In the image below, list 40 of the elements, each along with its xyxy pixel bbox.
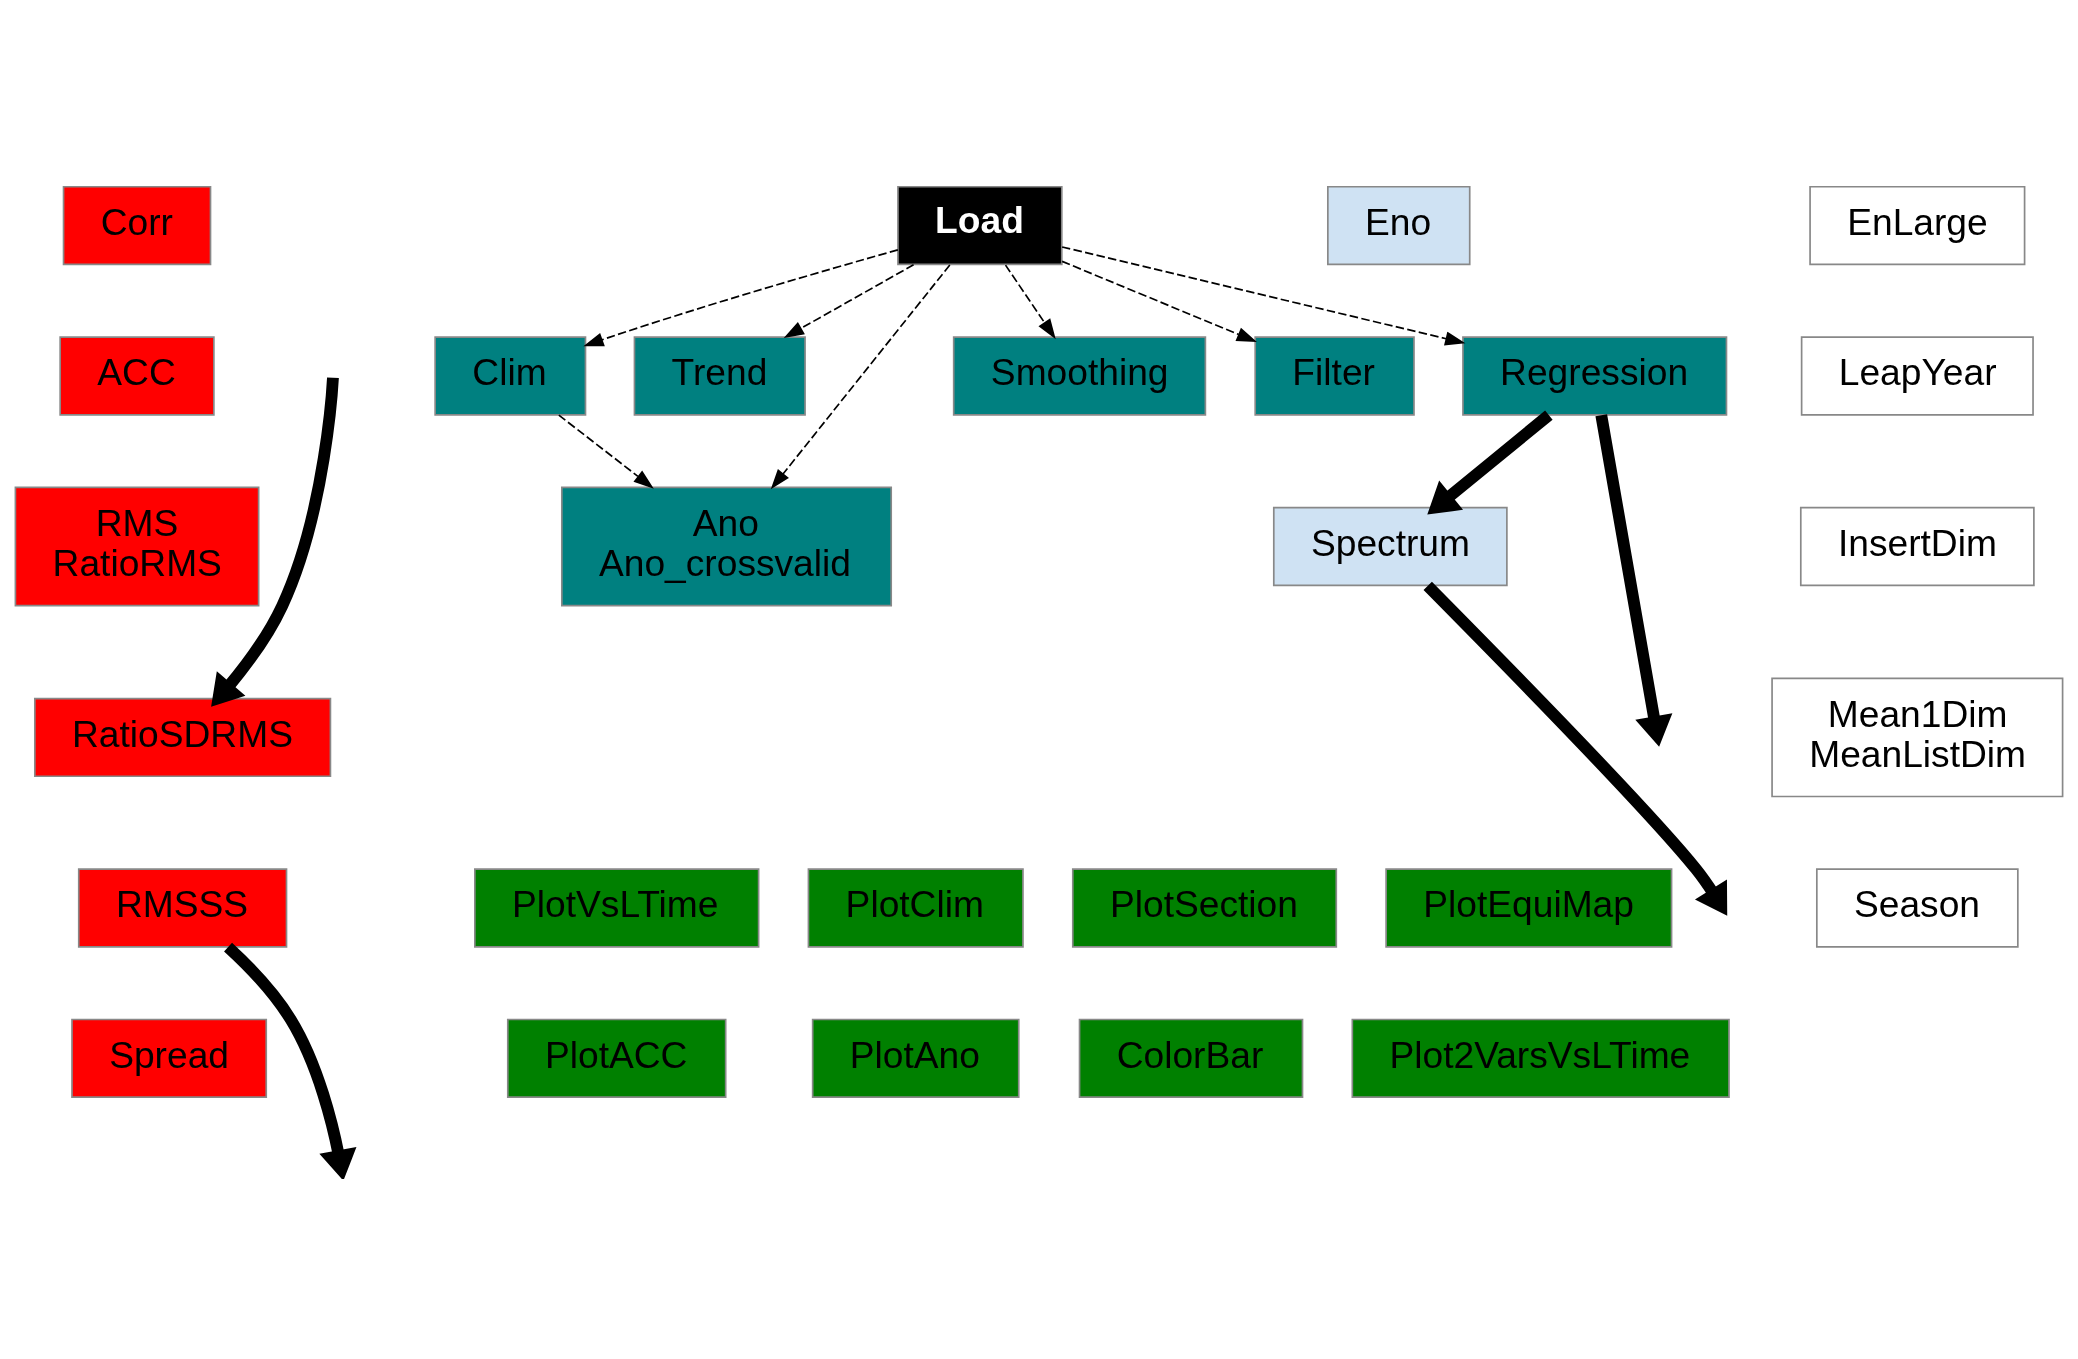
arrow [1423,581,1728,916]
node-box: Plot2VarsVsLTime [1351,1018,1730,1099]
arrow [224,942,357,1179]
arrow [211,377,339,707]
node-box: PlotACC [506,1018,727,1099]
node-box: InsertDim [1799,506,2035,587]
node-box: Spread [71,1018,268,1099]
node-box: ACC [59,336,215,416]
arrow [770,264,951,490]
node-box: PlotVsLTime [474,868,760,948]
arrow [1061,260,1257,343]
node-box: LeapYear [1800,336,2034,416]
node-box: ColorBar [1078,1018,1304,1099]
node-box: RMS RatioRMS [14,486,260,607]
node-box: PlotSection [1071,868,1338,948]
node-box: Corr [62,185,212,266]
node-box: Regression [1462,336,1728,416]
arrow [783,263,915,339]
node-box: Load [897,185,1063,266]
arrow [583,249,899,347]
node-box: Filter [1254,336,1415,416]
node-box: Trend [633,336,806,416]
node-box: Mean1Dim MeanListDim [1771,677,2064,798]
node-box: Clim [434,336,587,416]
node-box: PlotClim [807,868,1024,948]
node-box: PlotEquiMap [1385,868,1673,948]
node-box: RatioSDRMS [34,697,332,778]
arrow [1427,410,1553,515]
node-box: PlotAno [811,1018,1020,1099]
node-box: EnLarge [1809,185,2026,266]
node-box: RMSSS [77,868,288,948]
arrow [1595,414,1673,747]
node-box: Season [1816,868,2019,948]
arrow [1061,246,1466,346]
node-box: Smoothing [952,336,1207,416]
node-box: Spectrum [1272,506,1508,587]
node-box: Ano Ano_crossvalid [561,486,893,607]
arrow [558,414,654,489]
arrow [1004,264,1056,340]
node-box: Eno [1327,185,1471,266]
